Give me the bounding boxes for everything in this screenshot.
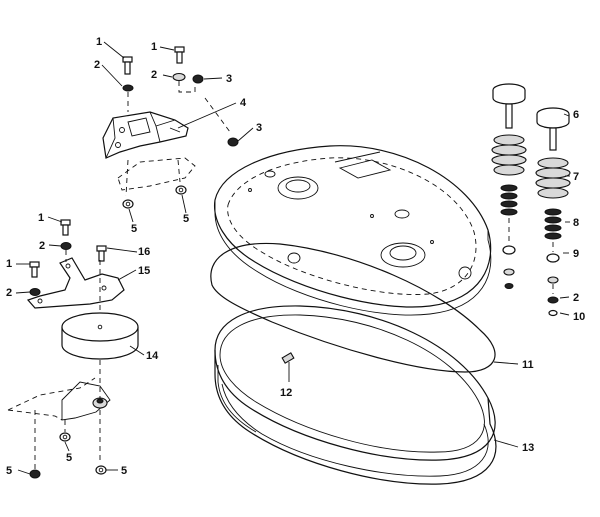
callout-1-top-left: 1 [96, 36, 102, 48]
washer-2-upper-right [172, 72, 186, 82]
bolt-16 [96, 245, 107, 262]
washer-2-right [547, 296, 559, 304]
nut-3-upper [192, 74, 204, 84]
nut-5-left [122, 199, 134, 209]
deck-plate [213, 145, 492, 316]
callout-11: 11 [522, 359, 534, 371]
nut-9-left [502, 245, 516, 255]
linkage-disc-assembly [7, 219, 139, 479]
clip-12 [281, 352, 295, 364]
bolt-1-mid-left [60, 219, 71, 236]
left-knob-stack [491, 83, 527, 289]
callout-2-lower-left: 2 [6, 287, 12, 299]
callout-5-upper-left: 5 [131, 223, 137, 235]
nut-5-right [175, 185, 187, 195]
ring-13 [214, 305, 497, 485]
washer-2-lower-left [29, 288, 41, 296]
callout-2-right: 2 [573, 292, 579, 304]
callout-6: 6 [573, 109, 579, 121]
bolt-1-lower-left [29, 261, 40, 278]
callout-2-top-mid: 2 [151, 69, 157, 81]
leader-lines [15, 41, 570, 475]
callout-5-bottom-left: 5 [6, 465, 12, 477]
callout-1-top-mid: 1 [151, 41, 157, 53]
callout-4: 4 [240, 97, 247, 109]
disc-14 [61, 312, 139, 360]
callout-5-bottom-right: 5 [121, 465, 127, 477]
callout-9: 9 [573, 248, 579, 260]
callout-7: 7 [573, 171, 579, 183]
bellows-left [491, 134, 527, 176]
linkage-plate-15 [26, 257, 125, 309]
callout-2-mid-left: 2 [39, 240, 45, 252]
callout-16: 16 [138, 246, 150, 258]
knob-6 [536, 107, 570, 151]
nut-5-bottom-mid [59, 432, 71, 442]
bolt-1-upper-left [122, 56, 133, 75]
callout-10: 10 [573, 311, 585, 323]
nut-9-right [546, 253, 560, 263]
callout-5-bottom-mid: 5 [66, 452, 72, 464]
washer-2-upper-left [122, 84, 134, 92]
upper-bracket-assembly [102, 46, 239, 209]
spring-left [500, 184, 518, 216]
bellows-7 [535, 157, 571, 199]
callout-5-upper-right: 5 [183, 213, 189, 225]
callout-labels: 1 2 1 2 3 4 3 5 5 1 2 16 1 2 15 14 5 5 5… [6, 36, 585, 477]
bracket-4 [102, 111, 189, 159]
bolt-1-upper-right [174, 46, 185, 64]
callout-3-top: 3 [226, 73, 232, 85]
pin-10 [548, 309, 558, 317]
callout-1-lower-left: 1 [6, 258, 12, 270]
right-knob-stack [535, 107, 571, 317]
callout-3-right: 3 [256, 122, 262, 134]
callout-2-top-left: 2 [94, 59, 100, 71]
callout-12: 12 [280, 387, 292, 399]
callout-14: 14 [146, 350, 159, 362]
callout-15: 15 [138, 265, 150, 277]
callout-1-mid-left: 1 [38, 212, 44, 224]
callout-8: 8 [573, 217, 579, 229]
callout-13: 13 [522, 442, 534, 454]
nut-3-right [227, 137, 239, 147]
nut-5-bottom-right [95, 465, 107, 475]
spring-8 [544, 208, 562, 240]
washer-2-mid-left [60, 242, 72, 250]
belt-11 [210, 242, 496, 373]
nut-5-bottom-left [29, 469, 41, 479]
